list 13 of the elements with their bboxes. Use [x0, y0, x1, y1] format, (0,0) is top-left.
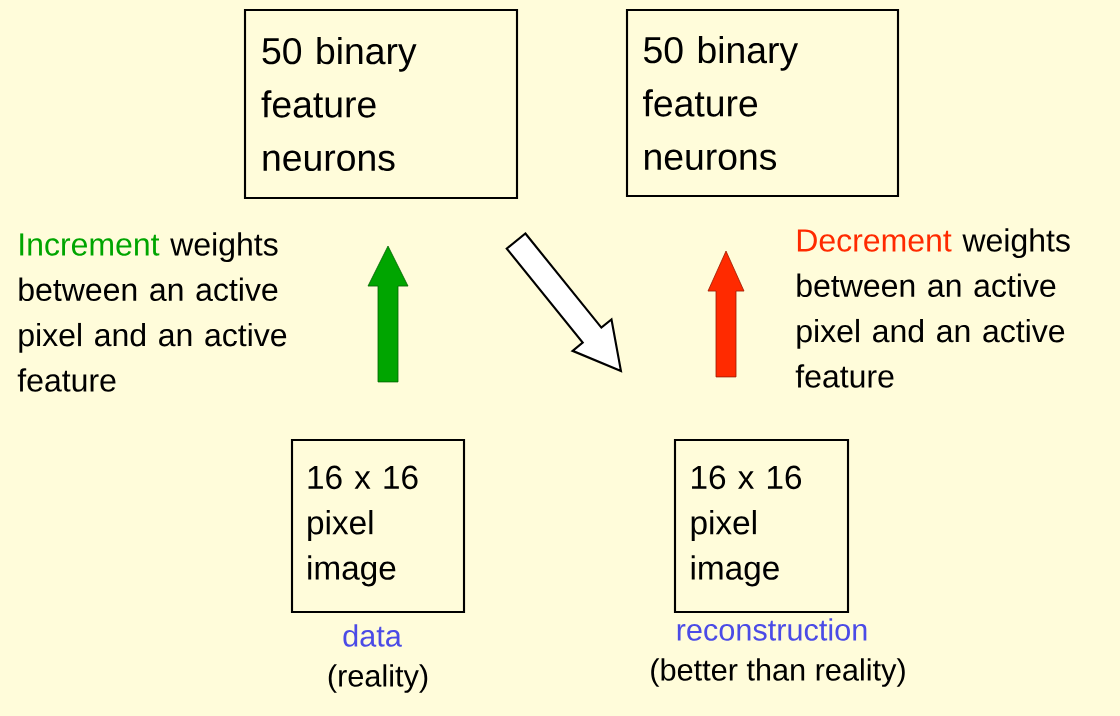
- node-label: data: [343, 624, 402, 647]
- text-box: 50 binary feature neurons: [243, 8, 519, 200]
- node-label: (better than reality): [651, 658, 905, 687]
- node-label: reconstruction: [677, 618, 867, 641]
- node-label: (reality): [328, 664, 428, 693]
- text-box: 50 binary feature neurons: [625, 8, 900, 198]
- block-arrow: [367, 245, 409, 383]
- annotation-text: Increment weights between an active pixel and an active feature: [17, 232, 287, 392]
- text-box: 16 x 16 pixel image: [673, 438, 850, 614]
- text-box: 16 x 16 pixel image: [290, 438, 466, 614]
- block-arrow: [505, 232, 623, 373]
- annotation-text: Decrement weights between an active pixel and an active feature: [795, 228, 1070, 388]
- block-arrow: [707, 250, 745, 378]
